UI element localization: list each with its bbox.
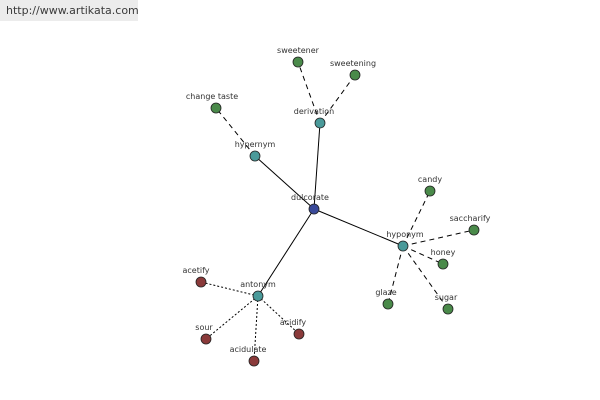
node-circle-hyponym[interactable] <box>397 240 409 252</box>
node-label-sweetener: sweetener <box>277 46 320 55</box>
edge-hyponym-candy <box>402 190 431 247</box>
node-antonym[interactable]: antonym <box>240 280 276 302</box>
node-derivation[interactable]: derivation <box>294 107 334 129</box>
node-circle-acidify[interactable] <box>293 328 305 340</box>
node-circle-sugar[interactable] <box>442 303 454 315</box>
edge-dulcorate-antonym <box>257 208 315 297</box>
node-label-dulcorate: dulcorate <box>291 193 329 202</box>
node-circle-sweetening[interactable] <box>349 69 361 81</box>
node-label-hyponym: hyponym <box>386 230 424 239</box>
node-label-derivation: derivation <box>294 107 334 116</box>
edge-hyponym-sugar <box>402 245 449 310</box>
edge-dulcorate-hypernym <box>254 155 315 210</box>
node-circle-candy[interactable] <box>424 185 436 197</box>
node-sugar[interactable]: sugar <box>435 293 458 315</box>
node-acidulate[interactable]: acidulate <box>230 345 267 367</box>
node-hyponym[interactable]: hyponym <box>386 230 424 252</box>
node-circle-derivation[interactable] <box>314 117 326 129</box>
node-sweetening[interactable]: sweetening <box>330 59 376 81</box>
edge-antonym-sour <box>205 295 259 340</box>
node-circle-hypernym[interactable] <box>249 150 261 162</box>
node-label-glaze: glaze <box>375 288 396 297</box>
node-label-saccharify: saccharify <box>450 214 491 223</box>
edge-dulcorate-hyponym <box>313 208 404 247</box>
node-candy[interactable]: candy <box>418 175 442 197</box>
node-circle-dulcorate[interactable] <box>308 203 320 215</box>
node-label-candy: candy <box>418 175 442 184</box>
node-dulcorate[interactable]: dulcorate <box>291 193 329 215</box>
node-sweetener[interactable]: sweetener <box>277 46 320 68</box>
node-circle-saccharify[interactable] <box>468 224 480 236</box>
node-label-change_taste: change taste <box>186 92 238 101</box>
node-change_taste[interactable]: change taste <box>186 92 238 114</box>
node-circle-sour[interactable] <box>200 333 212 345</box>
node-sour[interactable]: sour <box>195 323 213 345</box>
edge-hyponym-honey <box>402 245 444 265</box>
edge-hypernym-change_taste <box>215 107 256 157</box>
edge-derivation-sweetening <box>319 74 356 124</box>
edge-dulcorate-derivation <box>313 122 321 210</box>
node-label-hypernym: hypernym <box>235 140 276 149</box>
node-label-acidulate: acidulate <box>230 345 267 354</box>
node-label-sour: sour <box>195 323 213 332</box>
edge-antonym-acidify <box>257 295 300 335</box>
node-hypernym[interactable]: hypernym <box>235 140 276 162</box>
graph-edges <box>200 61 475 362</box>
node-circle-glaze[interactable] <box>382 298 394 310</box>
node-label-sugar: sugar <box>435 293 458 302</box>
url-watermark-bar: http://www.artikata.com <box>0 0 139 21</box>
node-circle-change_taste[interactable] <box>210 102 222 114</box>
node-label-sweetening: sweetening <box>330 59 376 68</box>
node-honey[interactable]: honey <box>431 248 456 270</box>
node-label-acidify: acidify <box>280 318 307 327</box>
edge-antonym-acidulate <box>253 295 259 362</box>
node-circle-acetify[interactable] <box>195 276 207 288</box>
edge-hyponym-saccharify <box>402 229 475 247</box>
node-circle-honey[interactable] <box>437 258 449 270</box>
edge-hyponym-glaze <box>387 245 404 305</box>
node-label-antonym: antonym <box>240 280 276 289</box>
edge-antonym-acetify <box>200 281 259 297</box>
node-saccharify[interactable]: saccharify <box>450 214 491 236</box>
node-circle-antonym[interactable] <box>252 290 264 302</box>
url-watermark-text[interactable]: http://www.artikata.com <box>6 4 139 17</box>
node-circle-sweetener[interactable] <box>292 56 304 68</box>
node-label-acetify: acetify <box>183 266 210 275</box>
node-label-honey: honey <box>431 248 456 257</box>
node-acidify[interactable]: acidify <box>280 318 307 340</box>
node-acetify[interactable]: acetify <box>183 266 210 288</box>
graph-nodes: dulcorate hypernym derivation hyponym antony… <box>183 46 491 367</box>
edge-derivation-sweetener <box>297 61 321 124</box>
node-glaze[interactable]: glaze <box>375 288 397 310</box>
node-circle-acidulate[interactable] <box>248 355 260 367</box>
